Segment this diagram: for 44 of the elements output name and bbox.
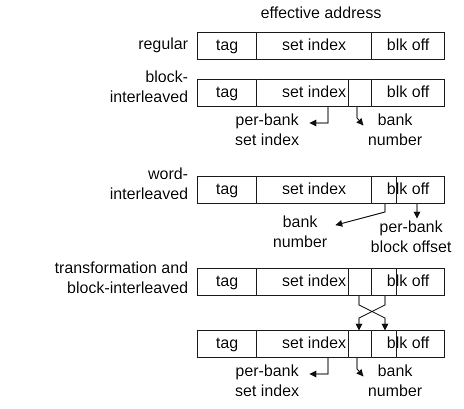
bit-field bbox=[256, 268, 372, 296]
bit-field bbox=[371, 268, 445, 296]
bit-field bbox=[197, 32, 257, 60]
arrow bbox=[356, 358, 364, 377]
arrow bbox=[309, 358, 328, 378]
field-label: tag bbox=[216, 181, 238, 199]
diagram-heading: effective address bbox=[260, 4, 382, 24]
field-label: set index bbox=[282, 84, 346, 102]
bit-field bbox=[256, 32, 372, 60]
field-annotation: bank number bbox=[361, 111, 429, 151]
row-label: transformation and block-interleaved bbox=[54, 259, 188, 299]
row-label: block- interleaved bbox=[108, 68, 188, 108]
bit-field bbox=[371, 79, 445, 107]
arrow bbox=[309, 106, 328, 126]
field-annotation: per-bank set index bbox=[228, 111, 306, 151]
arrow bbox=[356, 106, 364, 126]
field-annotation: bank number bbox=[268, 213, 332, 253]
bit-field bbox=[197, 79, 257, 107]
field-label: set index bbox=[282, 181, 346, 199]
field-label: tag bbox=[216, 335, 238, 353]
arrow bbox=[335, 204, 386, 227]
bit-field bbox=[197, 268, 257, 296]
bit-field bbox=[371, 330, 445, 358]
field-label: blk off bbox=[386, 37, 430, 55]
arrow bbox=[414, 204, 420, 219]
field-label: tag bbox=[216, 273, 238, 291]
field-label: set index bbox=[282, 273, 346, 291]
field-annotation: per-bank block offset bbox=[360, 218, 462, 258]
bit-field bbox=[197, 176, 257, 204]
field-annotation: per-bank set index bbox=[228, 362, 306, 402]
bit-field bbox=[197, 330, 257, 358]
row-label: regular bbox=[137, 35, 188, 55]
field-label: tag bbox=[216, 37, 238, 55]
field-label: blk off bbox=[386, 84, 430, 102]
field-label: set index bbox=[282, 37, 346, 55]
bit-field bbox=[256, 176, 372, 204]
bit-field bbox=[371, 32, 445, 60]
bit-field bbox=[371, 176, 445, 204]
field-label: set index bbox=[282, 335, 346, 353]
bit-field bbox=[256, 330, 372, 358]
field-label: tag bbox=[216, 84, 238, 102]
bit-field bbox=[256, 79, 372, 107]
row-label: word- interleaved bbox=[108, 165, 188, 205]
field-annotation: bank number bbox=[361, 362, 429, 402]
